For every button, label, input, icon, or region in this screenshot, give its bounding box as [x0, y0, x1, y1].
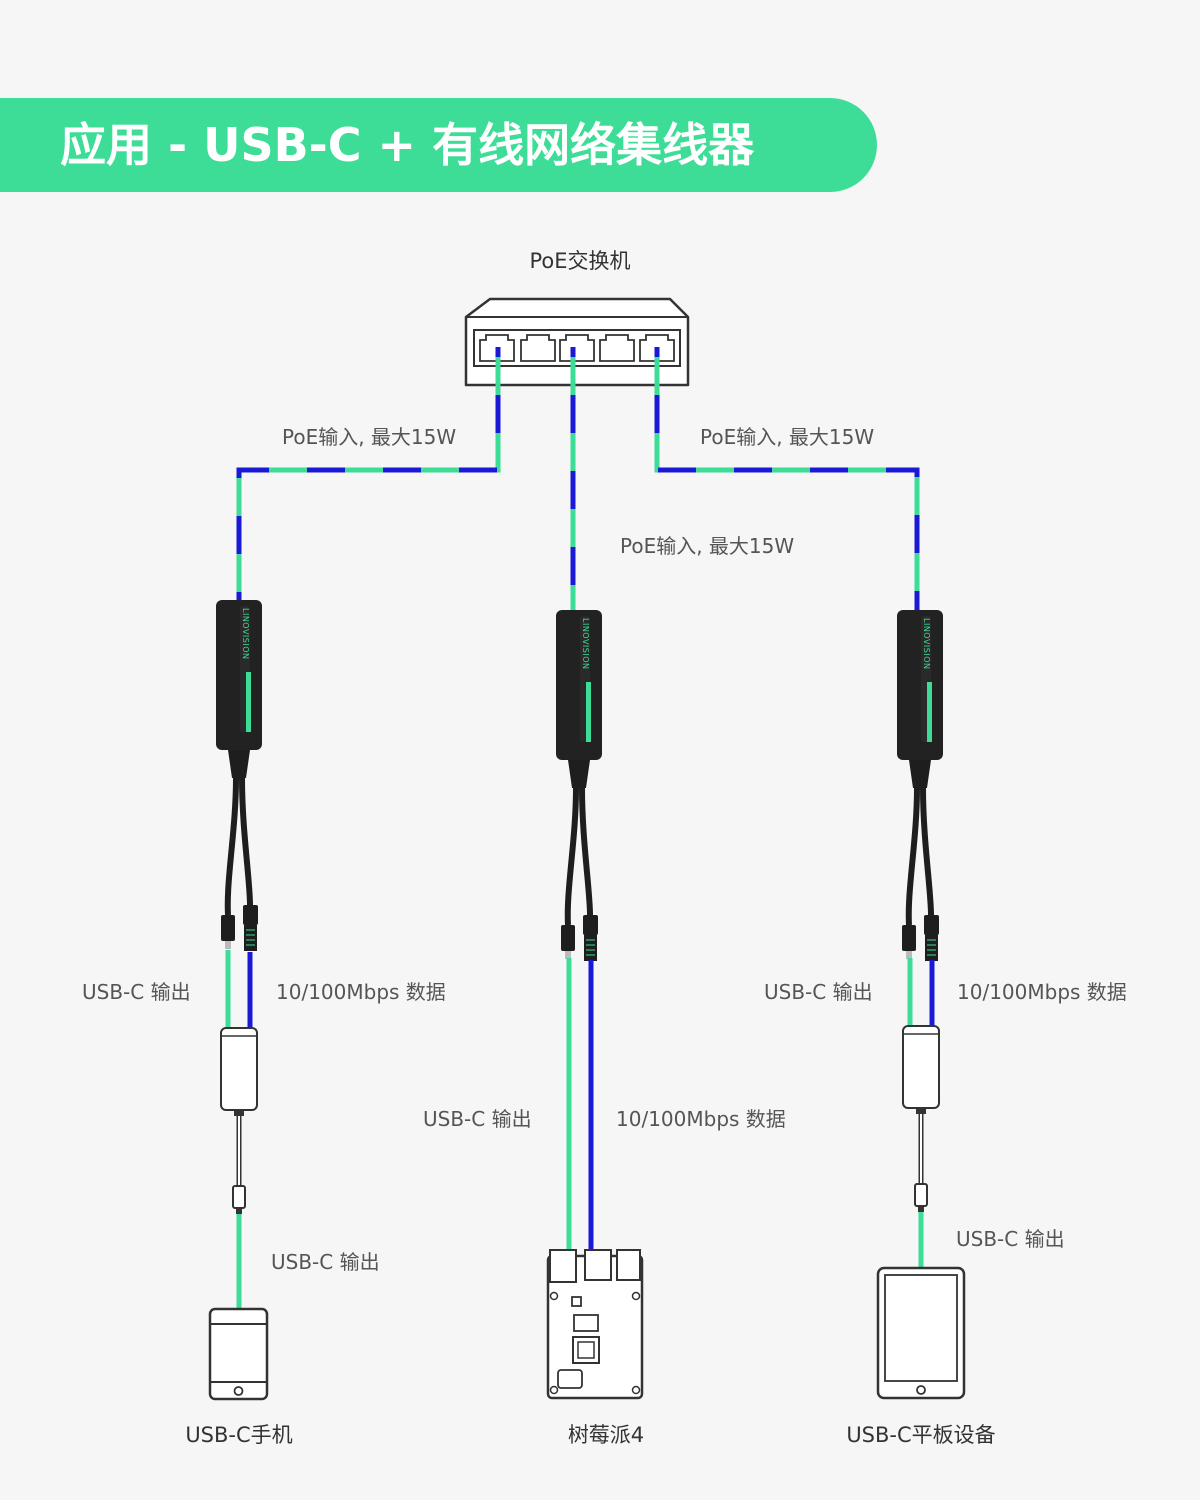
- raspberry-pi-icon: [546, 1249, 644, 1400]
- right-output-cables: [907, 958, 935, 1028]
- poe-splitter-center: LINOVISION: [556, 610, 602, 961]
- poe-input-label-center: PoE输入, 最大15W: [620, 534, 794, 558]
- splitter-brand-right: LINOVISION: [922, 618, 931, 670]
- page-title: 应用 - USB-C + 有线网络集线器: [60, 118, 755, 172]
- usbc-output-label-center: USB-C 输出: [423, 1107, 532, 1131]
- usbc-output-label-right: USB-C 输出: [764, 980, 873, 1004]
- phone-icon: [208, 1307, 269, 1401]
- poe-input-label-right: PoE输入, 最大15W: [700, 425, 874, 449]
- poe-splitter-left: LINOVISION: [216, 600, 262, 951]
- switch-label: PoE交换机: [529, 249, 630, 273]
- data-label-right: 10/100Mbps 数据: [957, 980, 1127, 1004]
- data-label-left: 10/100Mbps 数据: [276, 980, 446, 1004]
- device-label-tablet: USB-C平板设备: [846, 1423, 995, 1447]
- data-label-center: 10/100Mbps 数据: [616, 1107, 786, 1131]
- poe-input-label-left: PoE输入, 最大15W: [282, 425, 456, 449]
- splitter-brand-left: LINOVISION: [241, 608, 250, 660]
- usbc-output-label-tablet: USB-C 输出: [956, 1227, 1065, 1251]
- usbc-output-label-left: USB-C 输出: [82, 980, 191, 1004]
- title-banner: 应用 - USB-C + 有线网络集线器: [0, 98, 877, 192]
- device-label-phone: USB-C手机: [185, 1423, 292, 1447]
- center-output-cables: [566, 958, 594, 1252]
- poe-cable-right: [654, 347, 920, 610]
- device-label-raspberry-pi: 树莓派4: [568, 1423, 644, 1447]
- poe-splitter-right: LINOVISION: [897, 610, 943, 961]
- usbc-output-label-phone: USB-C 输出: [271, 1250, 380, 1274]
- poe-switch-icon: [464, 297, 690, 387]
- tablet-icon: [876, 1266, 966, 1400]
- left-output-cables: [225, 950, 253, 1028]
- splitter-brand-center: LINOVISION: [581, 618, 590, 670]
- poe-cable-left: [236, 347, 501, 602]
- usbc-adapter-right: [902, 1025, 940, 1212]
- usbc-adapter-left: [220, 1027, 258, 1214]
